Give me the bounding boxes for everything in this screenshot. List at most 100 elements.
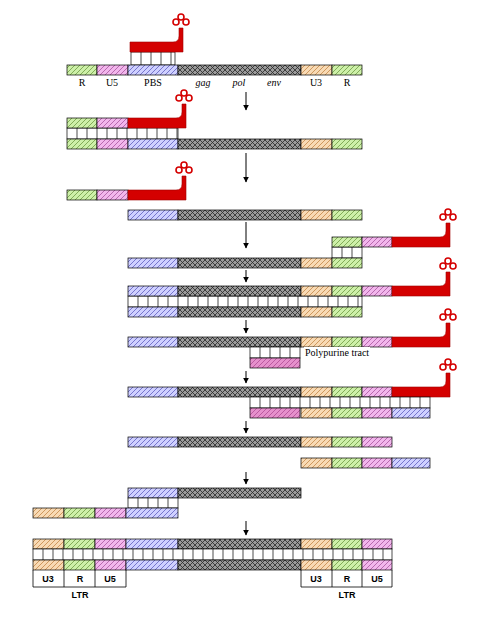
strand-segment bbox=[332, 337, 362, 347]
region-label: R bbox=[79, 77, 86, 88]
step-arrow bbox=[246, 222, 247, 248]
gene-label: gag bbox=[196, 77, 211, 88]
gene-label: pol bbox=[233, 77, 246, 88]
step-arrow bbox=[246, 320, 247, 333]
base-pair-tick bbox=[300, 397, 301, 408]
base-pair-tick bbox=[107, 128, 108, 139]
region-label: U5 bbox=[106, 77, 118, 88]
ltr-bracket bbox=[392, 570, 393, 587]
base-pair-tick bbox=[173, 549, 174, 560]
strand-segment bbox=[178, 307, 301, 317]
strand-segment bbox=[128, 437, 178, 447]
base-pair-tick bbox=[193, 549, 194, 560]
strand-segment bbox=[178, 437, 301, 447]
strand-segment bbox=[178, 488, 301, 498]
ltr-bracket bbox=[64, 570, 65, 587]
base-pairing bbox=[128, 498, 178, 508]
region-label: PBS bbox=[144, 77, 162, 88]
base-pair-tick bbox=[363, 549, 364, 560]
base-pair-tick bbox=[103, 549, 104, 560]
base-pair-tick bbox=[168, 296, 169, 307]
strand-segment bbox=[95, 508, 126, 518]
strand-segment bbox=[301, 539, 332, 549]
base-pair-tick bbox=[323, 549, 324, 560]
base-pair-tick bbox=[137, 128, 138, 139]
step-arrow bbox=[246, 472, 247, 484]
base-pair-tick bbox=[358, 296, 359, 307]
strand-segment bbox=[392, 408, 430, 418]
region-label: R bbox=[77, 574, 84, 585]
base-pair-tick bbox=[238, 296, 239, 307]
strand-segment bbox=[332, 458, 362, 468]
trna-primer bbox=[392, 359, 456, 397]
strand-segment bbox=[95, 539, 126, 549]
base-pair-tick bbox=[328, 296, 329, 307]
base-pair-tick bbox=[273, 549, 274, 560]
base-pair-tick bbox=[141, 52, 142, 65]
strand-segment bbox=[362, 539, 392, 549]
strand-segment bbox=[64, 508, 95, 518]
base-pair-tick bbox=[263, 549, 264, 560]
base-pair-tick bbox=[133, 549, 134, 560]
strand-segment bbox=[332, 65, 362, 75]
base-pair-tick bbox=[228, 296, 229, 307]
region-label: U3 bbox=[42, 574, 54, 585]
base-pair-tick bbox=[171, 52, 172, 65]
base-pair-tick bbox=[148, 296, 149, 307]
base-pair-tick bbox=[350, 397, 351, 408]
step-arrow bbox=[246, 92, 247, 110]
strand-segment bbox=[301, 258, 332, 268]
base-pair-tick bbox=[93, 549, 94, 560]
base-pair-tick bbox=[161, 52, 162, 65]
strand-segment bbox=[126, 539, 178, 549]
strand-segment bbox=[128, 488, 178, 498]
base-pair-tick bbox=[253, 549, 254, 560]
base-pairing bbox=[131, 52, 175, 65]
strand-segment bbox=[126, 560, 178, 570]
strand-segment bbox=[301, 408, 332, 418]
base-pair-tick bbox=[113, 549, 114, 560]
base-pair-tick bbox=[390, 397, 391, 408]
base-pair-tick bbox=[163, 549, 164, 560]
base-pair-tick bbox=[313, 549, 314, 560]
base-pair-tick bbox=[188, 296, 189, 307]
base-pair-tick bbox=[270, 397, 271, 408]
base-pair-tick bbox=[283, 549, 284, 560]
base-pair-tick bbox=[123, 549, 124, 560]
strand-segment bbox=[362, 560, 392, 570]
base-pair-tick bbox=[168, 498, 169, 508]
strand-segment bbox=[33, 539, 64, 549]
strand-segment bbox=[178, 258, 301, 268]
base-pair-tick bbox=[218, 296, 219, 307]
ltr-bracket bbox=[301, 587, 392, 588]
ltr-bracket bbox=[301, 570, 302, 587]
strand-segment bbox=[332, 258, 362, 268]
base-pair-tick bbox=[318, 296, 319, 307]
base-pair-tick bbox=[77, 128, 78, 139]
strand-segment bbox=[362, 337, 392, 347]
base-pair-tick bbox=[330, 397, 331, 408]
ltr-bracket bbox=[33, 587, 126, 588]
step-arrow bbox=[246, 153, 247, 182]
base-pairing bbox=[33, 549, 392, 560]
strand-segment bbox=[332, 139, 362, 149]
base-pair-tick bbox=[260, 347, 261, 358]
base-pair-tick bbox=[298, 296, 299, 307]
base-pair-tick bbox=[280, 347, 281, 358]
base-pair-tick bbox=[333, 549, 334, 560]
strand-segment bbox=[301, 458, 332, 468]
strands bbox=[33, 14, 456, 587]
ltr-bracket bbox=[362, 570, 363, 587]
base-pair-tick bbox=[260, 397, 261, 408]
strand-segment bbox=[392, 458, 430, 468]
region-label: R bbox=[344, 77, 351, 88]
strand-segment bbox=[128, 139, 178, 149]
base-pair-tick bbox=[178, 296, 179, 307]
strand-segment bbox=[128, 307, 178, 317]
base-pair-tick bbox=[158, 498, 159, 508]
base-pair-tick bbox=[290, 397, 291, 408]
base-pair-tick bbox=[380, 397, 381, 408]
strand-segment bbox=[178, 210, 301, 220]
base-pair-tick bbox=[83, 549, 84, 560]
